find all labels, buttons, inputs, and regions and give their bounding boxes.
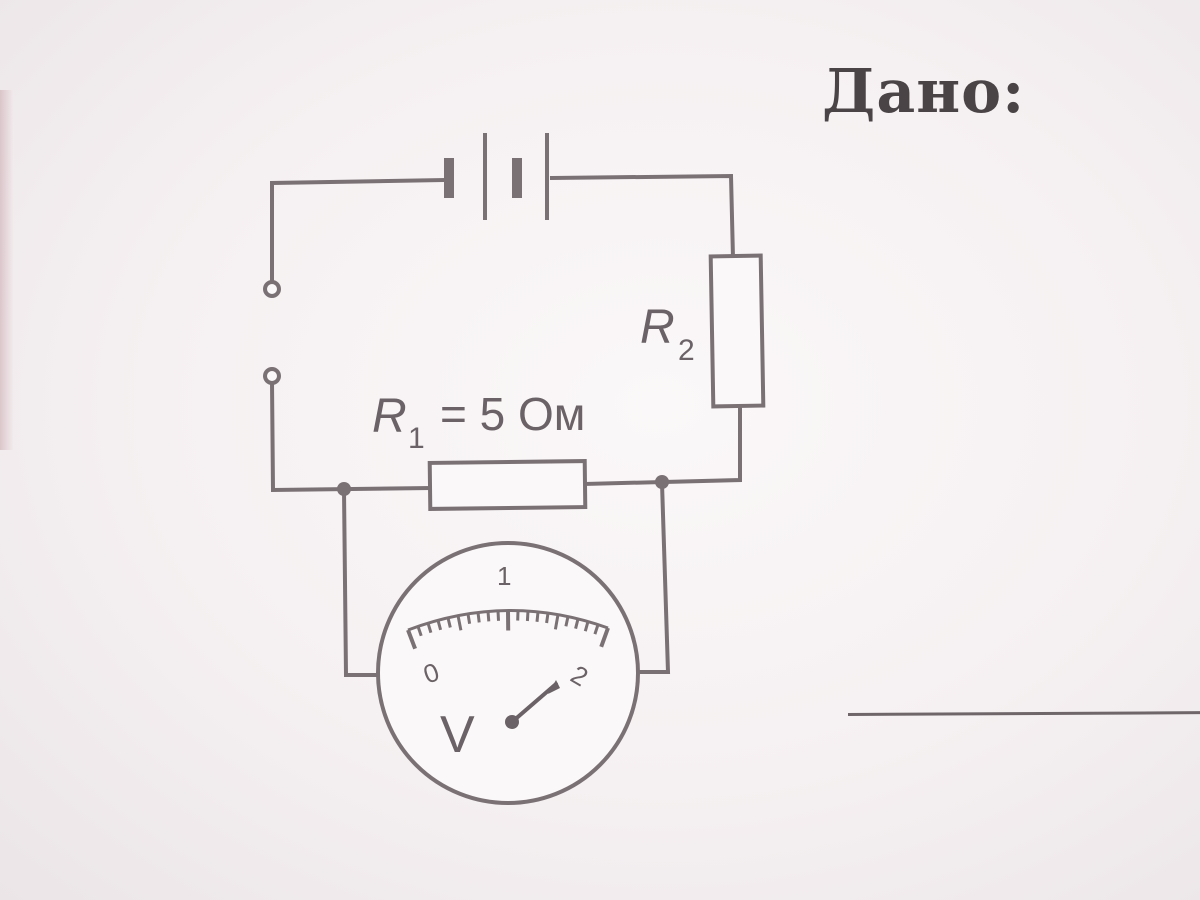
voltmeter-tick (466, 613, 472, 624)
wire-top-right (549, 173, 736, 261)
scale-label-1: 1 (497, 561, 511, 591)
r2-symbol: R (640, 301, 675, 354)
resistor-r2 (708, 253, 766, 409)
voltmeter-tick (574, 618, 580, 629)
voltmeter-symbol: V (440, 706, 475, 764)
wire-bottom-left (269, 379, 433, 493)
voltmeter-pivot (505, 715, 519, 729)
terminal-top (263, 280, 281, 298)
voltmeter-tick (535, 611, 540, 622)
battery-thick-plate-right (512, 158, 522, 198)
r2-subscript: 2 (678, 334, 695, 367)
voltmeter-tick (525, 610, 530, 622)
r1-value: = 5 Ом (440, 388, 585, 440)
wire-voltmeter-left (341, 487, 382, 677)
page-edge-shadow (0, 90, 14, 450)
voltmeter-tick (456, 615, 463, 631)
voltmeter-tick (564, 616, 570, 627)
wire-voltmeter-right (634, 480, 671, 674)
r2-label: R 2 (640, 301, 695, 367)
r1-label: R 1 = 5 Ом (372, 388, 585, 455)
voltmeter-tick (583, 621, 590, 632)
given-heading: Дано: (822, 57, 1026, 127)
battery-thick-plate-left (444, 158, 454, 198)
terminal-bottom (263, 367, 281, 385)
resistor-r1 (427, 459, 588, 511)
voltmeter-tick (426, 622, 433, 634)
voltmeter-tick (553, 614, 560, 630)
voltmeter-tick (496, 610, 500, 621)
voltmeter: 0 1 2 V (376, 541, 640, 805)
voltmeter-tick (593, 624, 600, 635)
r1-subscript: 1 (408, 422, 425, 455)
battery (444, 133, 549, 220)
voltmeter-tick (446, 617, 452, 628)
voltmeter-body (376, 541, 640, 805)
voltmeter-needle-tip (548, 680, 560, 694)
voltmeter-tick (416, 625, 423, 637)
voltmeter-tick (476, 612, 481, 623)
junction-left (337, 482, 351, 496)
wires (269, 173, 742, 677)
voltmeter-tick (406, 629, 417, 650)
r1-symbol: R (372, 390, 407, 443)
wire-top-left (270, 177, 447, 286)
voltmeter-tick (436, 619, 443, 631)
wire-bottom-right (582, 402, 742, 487)
voltmeter-tick (599, 627, 610, 648)
voltmeter-tick (545, 612, 550, 624)
voltmeter-ticks (406, 610, 610, 650)
voltmeter-needle (510, 682, 558, 724)
junction-right (655, 475, 669, 489)
voltmeter-tick (486, 611, 491, 622)
